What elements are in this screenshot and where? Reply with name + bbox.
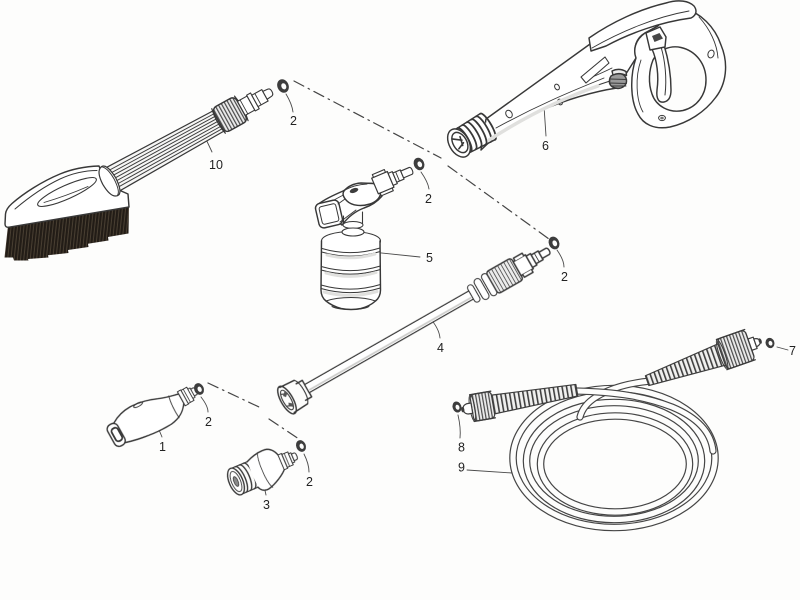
svg-text:4: 4 [437, 341, 444, 355]
svg-text:2: 2 [425, 192, 432, 206]
svg-text:9: 9 [458, 461, 465, 475]
svg-text:8: 8 [458, 441, 465, 455]
svg-text:5: 5 [426, 251, 433, 265]
svg-text:2: 2 [306, 475, 313, 489]
svg-text:10: 10 [209, 158, 223, 172]
svg-text:2: 2 [290, 114, 297, 128]
svg-text:1: 1 [159, 440, 166, 454]
svg-text:3: 3 [263, 498, 270, 512]
svg-text:7: 7 [789, 344, 796, 358]
svg-text:2: 2 [205, 415, 212, 429]
svg-text:6: 6 [542, 139, 549, 153]
svg-text:2: 2 [561, 270, 568, 284]
